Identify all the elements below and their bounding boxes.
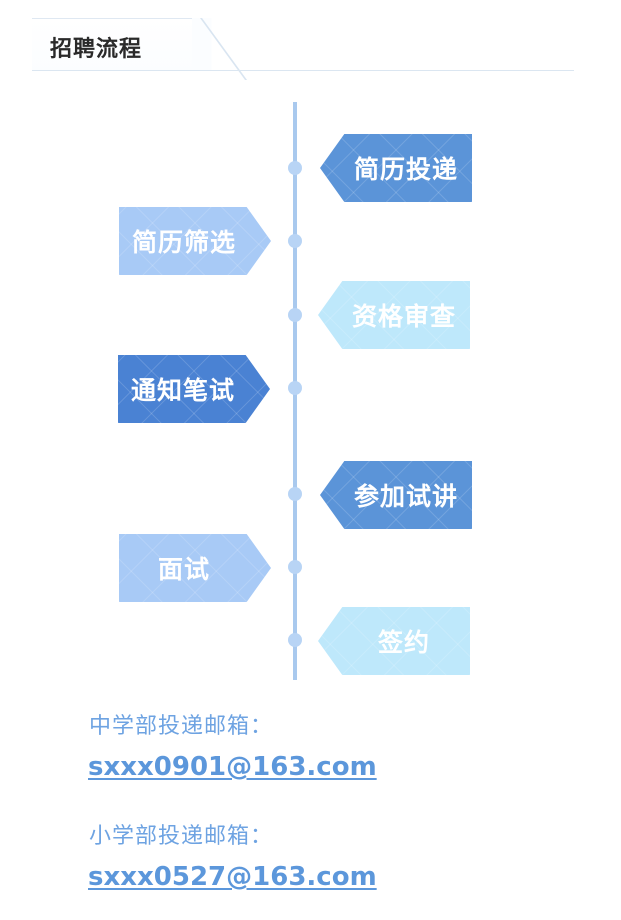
timeline-dot-4 <box>288 381 302 395</box>
step-signing: 签约 <box>318 607 470 675</box>
section-header: 招聘流程 <box>32 18 574 80</box>
timeline-dot-7 <box>288 633 302 647</box>
middle-school-email-label: 中学部投递邮箱： <box>89 714 274 739</box>
middle-school-email-link[interactable]: sxxx0901@163.com <box>88 752 377 782</box>
timeline-dot-3 <box>288 308 302 322</box>
primary-school-email-link[interactable]: sxxx0527@163.com <box>88 862 377 892</box>
step-qualification-review: 资格审查 <box>318 281 470 349</box>
step-trial-lecture: 参加试讲 <box>320 461 472 529</box>
timeline-dot-2 <box>288 234 302 248</box>
step-interview: 面试 <box>119 534 271 602</box>
step-resume-submission: 简历投递 <box>320 134 472 202</box>
step-resume-screening: 简历筛选 <box>119 207 271 275</box>
primary-school-email-label: 小学部投递邮箱： <box>89 824 274 849</box>
header-tab <box>32 18 200 71</box>
timeline-dot-1 <box>288 161 302 175</box>
header-tab-slant <box>192 18 232 71</box>
section-title: 招聘流程 <box>50 37 143 62</box>
step-written-exam-notice: 通知笔试 <box>118 355 270 423</box>
timeline-dot-6 <box>288 560 302 574</box>
header-divider <box>32 70 574 71</box>
timeline-dot-5 <box>288 487 302 501</box>
